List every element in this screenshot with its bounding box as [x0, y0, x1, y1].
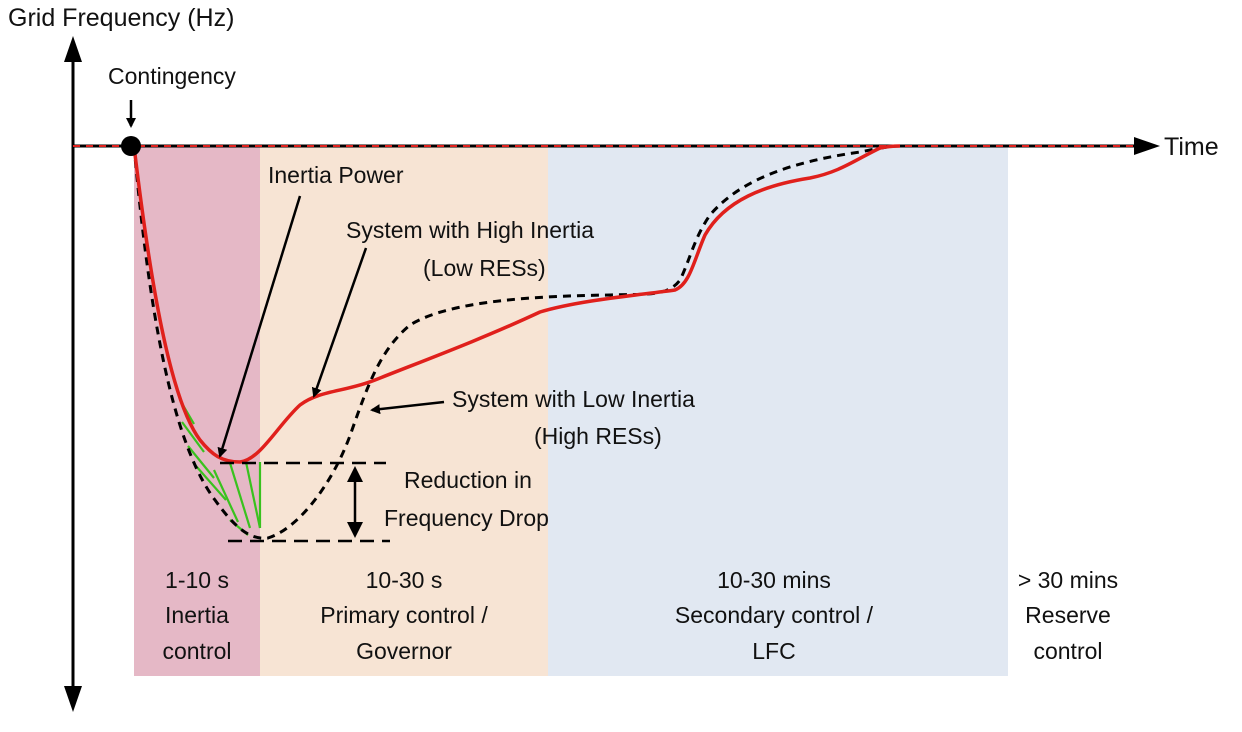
- region-inertia-line2: Inertia: [165, 602, 229, 628]
- low-inertia-arrow: [370, 400, 445, 415]
- contingency-point: [121, 136, 141, 156]
- high-inertia-arrow: [311, 247, 368, 398]
- reduction-down-arrow-icon: [347, 522, 363, 538]
- region-reserve-line2: Reserve: [1025, 602, 1111, 628]
- low-inertia-label-line2: (High RESs): [534, 423, 662, 449]
- region-inertia-line3: control: [162, 638, 231, 664]
- region-primary-control: [260, 146, 548, 676]
- reduction-up-arrow-icon: [347, 466, 363, 482]
- region-primary-line1: 10-30 s: [366, 567, 443, 593]
- high-inertia-label-line1: System with High Inertia: [346, 217, 594, 243]
- x-axis: [73, 137, 1160, 155]
- reduction-label-line1: Reduction in: [404, 467, 532, 493]
- high-inertia-curve: [132, 144, 901, 464]
- x-axis-label: Time: [1164, 133, 1219, 161]
- region-label-primary: 10-30 s Primary control / Governor: [320, 567, 488, 664]
- region-label-reserve: > 30 mins Reserve control: [1018, 567, 1118, 664]
- x-axis-arrow-icon: [1134, 137, 1160, 155]
- region-secondary-line1: 10-30 mins: [717, 567, 831, 593]
- y-axis: [64, 36, 82, 712]
- reduction-label-line2: Frequency Drop: [384, 505, 549, 531]
- region-inertia-control: [134, 146, 260, 676]
- low-inertia-curve: [132, 144, 901, 540]
- region-reserve-line3: control: [1033, 638, 1102, 664]
- y-axis-down-arrow-icon: [64, 686, 82, 712]
- region-secondary-line2: Secondary control /: [675, 602, 874, 628]
- contingency-label: Contingency: [108, 63, 236, 89]
- y-axis-up-arrow-icon: [64, 36, 82, 62]
- low-inertia-label-line1: System with Low Inertia: [452, 386, 695, 412]
- region-secondary-control: [548, 146, 1008, 676]
- region-primary-line3: Governor: [356, 638, 452, 664]
- inertia-power-arrow: [217, 195, 302, 458]
- contingency-marker: Contingency: [108, 63, 236, 156]
- region-secondary-line3: LFC: [752, 638, 795, 664]
- reduction-indicator: [220, 461, 390, 543]
- region-reserve-line1: > 30 mins: [1018, 567, 1118, 593]
- region-inertia-line1: 1-10 s: [165, 567, 229, 593]
- region-label-secondary: 10-30 mins Secondary control / LFC: [675, 567, 874, 664]
- region-label-inertia: 1-10 s Inertia control: [162, 567, 231, 664]
- region-primary-line2: Primary control /: [320, 602, 488, 628]
- y-axis-label: Grid Frequency (Hz): [8, 4, 234, 32]
- high-inertia-label-line2: (Low RESs): [423, 255, 546, 281]
- inertia-power-label: Inertia Power: [268, 162, 404, 188]
